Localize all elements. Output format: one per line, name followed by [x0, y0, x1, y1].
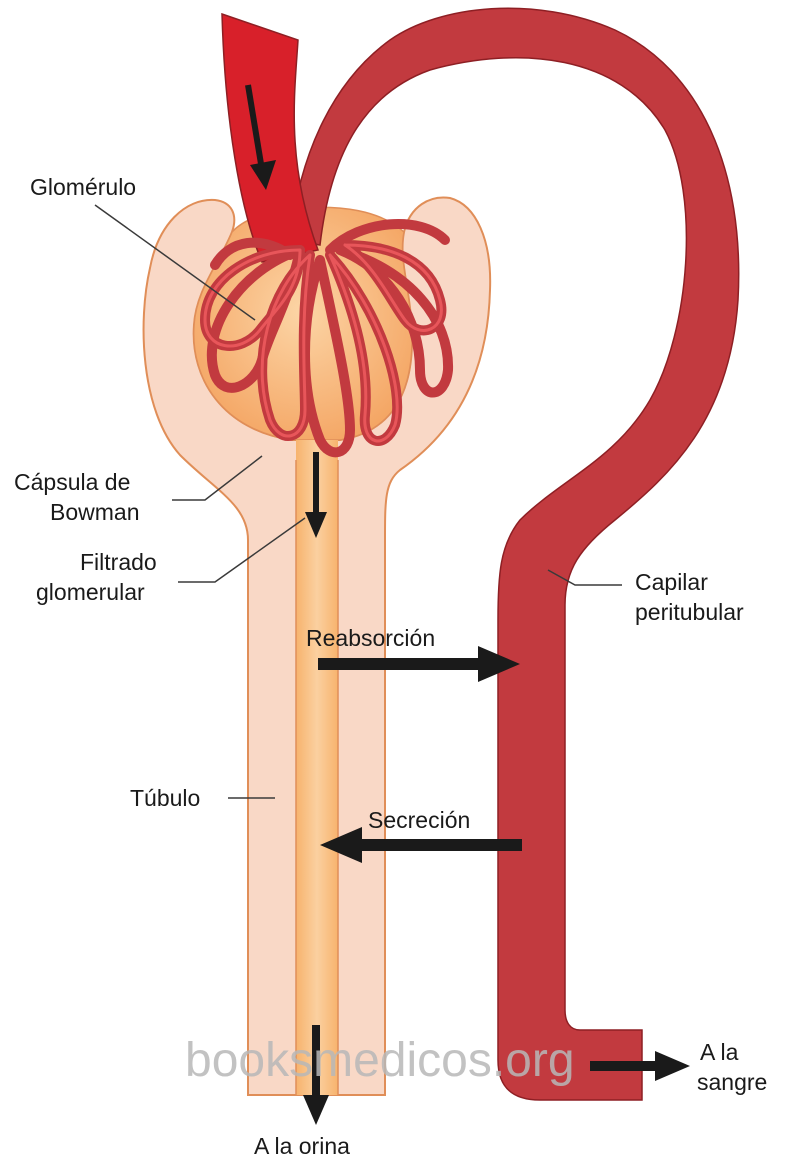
label-a-la-sangre-line2: sangre [697, 1069, 767, 1095]
label-filtrado-line2: glomerular [36, 579, 145, 605]
label-reabsorcion: Reabsorción [306, 625, 435, 651]
label-capilar-line1: Capilar [635, 569, 708, 595]
watermark-text: booksmedicos.org [185, 1034, 575, 1087]
label-a-la-orina: A la orina [254, 1133, 350, 1159]
label-filtrado-line1: Filtrado [80, 549, 157, 575]
label-capilar-line2: peritubular [635, 599, 744, 625]
label-a-la-sangre-line1: A la [700, 1039, 739, 1065]
afferent-arteriole [222, 14, 318, 262]
tubule-lumen [296, 440, 338, 1095]
label-capsula-line2: Bowman [50, 499, 139, 525]
label-glomerulo: Glomérulo [30, 174, 136, 200]
label-secrecion: Secreción [368, 807, 470, 833]
label-capsula-line1: Cápsula de [14, 469, 130, 495]
label-tubulo: Túbulo [130, 785, 200, 811]
